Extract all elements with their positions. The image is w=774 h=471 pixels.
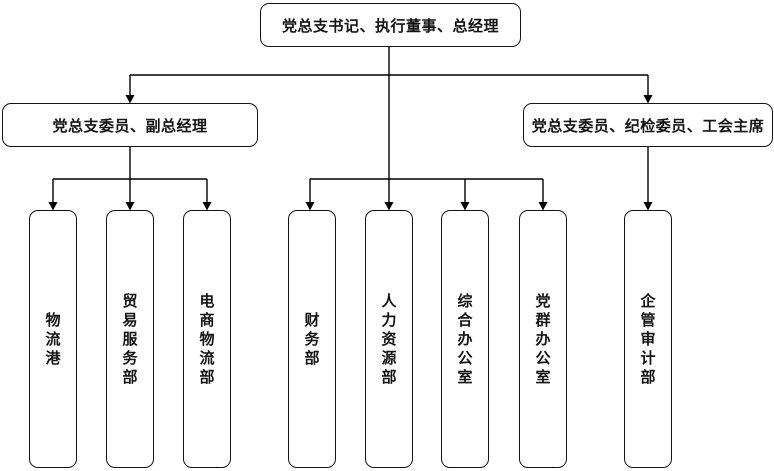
dept-node-ecommerce-logistics[interactable]: 电商物流部 [183,210,231,468]
dept-node-party-mass-office-label: 党群办公室 [535,292,551,386]
dept-node-logistics-port[interactable]: 物流港 [29,210,77,468]
dept-node-finance[interactable]: 财务部 [288,210,336,468]
dept-node-audit[interactable]: 企管审计部 [624,210,672,468]
org-node-deputy-gm-label: 党总支委员、副总经理 [52,117,208,135]
org-node-discipline-union-label: 党总支委员、纪检委员、工会主席 [531,117,765,135]
dept-node-finance-label: 财务部 [304,311,320,367]
dept-node-ecommerce-logistics-label: 电商物流部 [199,292,215,386]
org-node-deputy-gm[interactable]: 党总支委员、副总经理 [2,103,258,147]
dept-node-general-office-label: 综合办公室 [457,292,473,386]
org-node-root-label: 党总支书记、执行董事、总经理 [281,17,499,35]
dept-node-general-office[interactable]: 综合办公室 [441,210,489,468]
dept-node-logistics-port-label: 物流港 [45,311,61,367]
dept-node-audit-label: 企管审计部 [640,292,656,386]
dept-node-human-resources-label: 人力资源部 [381,292,397,386]
dept-node-human-resources[interactable]: 人力资源部 [365,210,413,468]
dept-node-trade-service[interactable]: 贸易服务部 [106,210,154,468]
dept-node-trade-service-label: 贸易服务部 [122,292,138,386]
org-node-root[interactable]: 党总支书记、执行董事、总经理 [260,3,521,47]
dept-node-party-mass-office[interactable]: 党群办公室 [519,210,567,468]
org-node-discipline-union[interactable]: 党总支委员、纪检委员、工会主席 [523,103,773,147]
